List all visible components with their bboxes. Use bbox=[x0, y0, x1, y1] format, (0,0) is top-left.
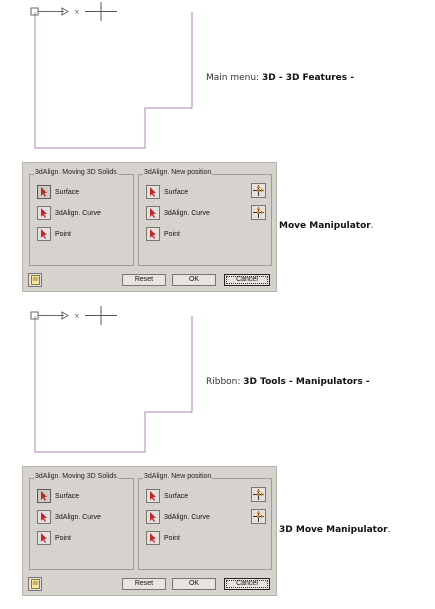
pick-arrow-icon[interactable] bbox=[146, 227, 160, 241]
pick-arrow-icon[interactable] bbox=[146, 510, 160, 524]
point-row[interactable]: Point bbox=[146, 530, 180, 546]
group-title: 3dAlign. Moving 3D Solids bbox=[34, 473, 118, 480]
pick-arrow-icon[interactable] bbox=[37, 185, 51, 199]
new-position-group: 3dAlign. New position Surface 3dAlign. C… bbox=[138, 473, 272, 570]
ribbon-caption: Ribbon: 3D Tools - Manipulators - bbox=[206, 377, 370, 387]
surface-row[interactable]: Surface bbox=[37, 184, 79, 200]
group-title: 3dAlign. Moving 3D Solids bbox=[34, 169, 118, 176]
curve-label: 3dAlign. Curve bbox=[164, 209, 210, 217]
shape-outline-1 bbox=[34, 12, 193, 149]
surface-row[interactable]: Surface bbox=[146, 488, 188, 504]
point-row[interactable]: Point bbox=[37, 226, 71, 242]
point-label: Point bbox=[164, 534, 180, 542]
reset-button[interactable]: Reset bbox=[122, 578, 166, 590]
point-label: Point bbox=[164, 230, 180, 238]
point-label: Point bbox=[55, 534, 71, 542]
move-manipulator-icon[interactable] bbox=[251, 183, 266, 198]
curve-row[interactable]: 3dAlign. Curve bbox=[146, 205, 210, 221]
move-manipulator-icon[interactable] bbox=[251, 205, 266, 220]
pick-arrow-icon[interactable] bbox=[146, 489, 160, 503]
curve-label: 3dAlign. Curve bbox=[55, 209, 101, 217]
crosshair-cursor-icon bbox=[85, 2, 117, 21]
dialog1-caption: Move Manipulator. bbox=[279, 221, 374, 231]
cancel-button[interactable]: Cancel bbox=[224, 578, 270, 590]
point-row[interactable]: Point bbox=[37, 530, 71, 546]
curve-label: 3dAlign. Curve bbox=[55, 513, 101, 521]
menu-caption: Main menu: 3D - 3D Features - bbox=[206, 73, 354, 83]
pick-arrow-icon[interactable] bbox=[146, 531, 160, 545]
ok-button[interactable]: OK bbox=[172, 274, 216, 286]
surface-row[interactable]: Surface bbox=[37, 488, 79, 504]
surface-label: Surface bbox=[55, 492, 80, 500]
help-icon[interactable] bbox=[28, 577, 42, 591]
pick-arrow-icon[interactable] bbox=[37, 206, 51, 220]
pick-arrow-icon[interactable] bbox=[37, 531, 51, 545]
surface-label: Surface bbox=[164, 492, 189, 500]
pick-arrow-icon[interactable] bbox=[146, 206, 160, 220]
curve-row[interactable]: 3dAlign. Curve bbox=[146, 509, 210, 525]
surface-label: Surface bbox=[55, 188, 80, 196]
group-title: 3dAlign. New position bbox=[143, 169, 213, 176]
point-label: Point bbox=[55, 230, 71, 238]
move-manipulator-icon[interactable] bbox=[251, 509, 266, 524]
align-dialog-2: 3dAlign. Moving 3D Solids Surface 3dAlig… bbox=[22, 466, 277, 596]
surface-label: Surface bbox=[164, 188, 189, 196]
ucs-icon: × bbox=[30, 7, 80, 16]
curve-row[interactable]: 3dAlign. Curve bbox=[37, 205, 101, 221]
svg-text:×: × bbox=[74, 312, 80, 320]
pick-arrow-icon[interactable] bbox=[146, 185, 160, 199]
cancel-button[interactable]: Cancel bbox=[224, 274, 270, 286]
moving-solids-group: 3dAlign. Moving 3D Solids Surface 3dAlig… bbox=[29, 473, 134, 570]
moving-solids-group: 3dAlign. Moving 3D Solids Surface 3dAlig… bbox=[29, 169, 134, 266]
help-icon[interactable] bbox=[28, 273, 42, 287]
point-row[interactable]: Point bbox=[146, 226, 180, 242]
new-position-group: 3dAlign. New position Surface 3dAlign. C… bbox=[138, 169, 272, 266]
drawing-area-2: × bbox=[0, 304, 200, 454]
align-dialog-1: 3dAlign. Moving 3D Solids Surface 3dAlig… bbox=[22, 162, 277, 292]
pick-arrow-icon[interactable] bbox=[37, 489, 51, 503]
move-manipulator-icon[interactable] bbox=[251, 487, 266, 502]
curve-label: 3dAlign. Curve bbox=[164, 513, 210, 521]
curve-row[interactable]: 3dAlign. Curve bbox=[37, 509, 101, 525]
reset-button[interactable]: Reset bbox=[122, 274, 166, 286]
ucs-icon: × bbox=[30, 311, 80, 320]
group-title: 3dAlign. New position bbox=[143, 473, 213, 480]
drawing-area-1: × bbox=[0, 0, 200, 150]
pick-arrow-icon[interactable] bbox=[37, 510, 51, 524]
crosshair-cursor-icon bbox=[85, 306, 117, 325]
ok-button[interactable]: OK bbox=[172, 578, 216, 590]
svg-text:×: × bbox=[74, 8, 80, 16]
surface-row[interactable]: Surface bbox=[146, 184, 188, 200]
dialog2-caption: 3D Move Manipulator. bbox=[279, 525, 391, 535]
pick-arrow-icon[interactable] bbox=[37, 227, 51, 241]
shape-outline-2 bbox=[34, 316, 193, 453]
